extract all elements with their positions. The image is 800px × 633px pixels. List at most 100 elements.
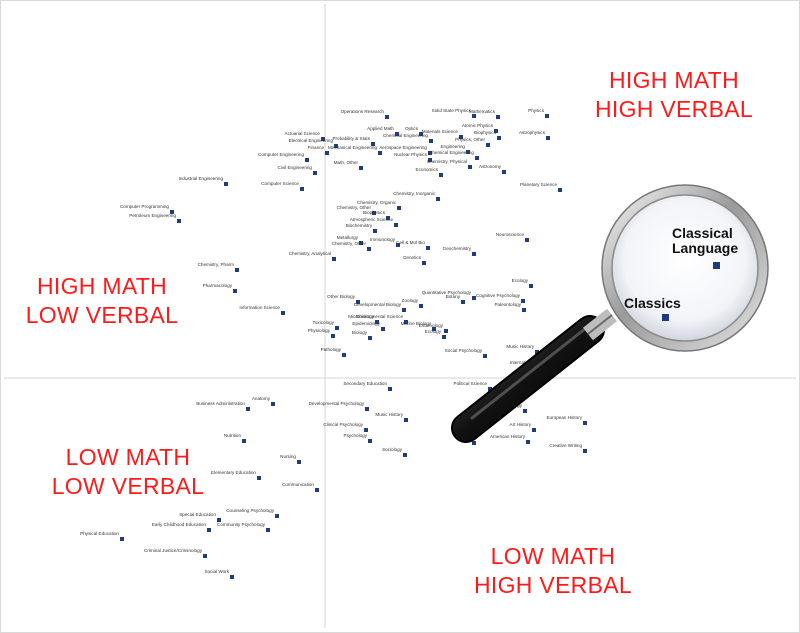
data-point-label: Other Biology xyxy=(327,294,356,299)
data-point-label: Biophysics xyxy=(474,130,497,135)
data-point xyxy=(502,170,506,174)
data-point-label: Nutrition xyxy=(224,433,242,438)
data-point xyxy=(402,308,406,312)
magnifier-handle xyxy=(451,308,617,443)
data-point-label: Special Education xyxy=(179,512,216,517)
data-point xyxy=(385,115,389,119)
data-point xyxy=(242,439,246,443)
data-point-label: Applied Math xyxy=(367,126,394,131)
data-point-label: Chemistry, Inorganic xyxy=(393,191,435,196)
data-point xyxy=(368,336,372,340)
data-point xyxy=(224,182,228,186)
data-point xyxy=(207,528,211,532)
data-point-label: Entomology xyxy=(419,323,444,328)
data-point-label: Environmental Science xyxy=(356,314,403,319)
data-point-label: Astronomy xyxy=(479,164,502,169)
axes xyxy=(4,4,796,628)
data-point xyxy=(203,554,207,558)
data-point-label: Social Psychology xyxy=(445,348,483,353)
data-point-label: Community Psychology xyxy=(217,522,266,527)
data-point-label: International xyxy=(510,360,535,365)
data-point-label: Ecology xyxy=(512,278,529,283)
data-point-label: Marine Biology xyxy=(401,321,432,326)
data-point-label: Secondary Education xyxy=(343,381,387,386)
data-point-label: Computer Engineering xyxy=(258,152,304,157)
data-point-label: Music History xyxy=(506,344,534,349)
data-point-label: Materials Science xyxy=(422,129,459,134)
data-point xyxy=(558,188,562,192)
data-point xyxy=(444,329,448,333)
data-point-label: Clinical Psychology xyxy=(323,422,363,427)
data-point xyxy=(368,439,372,443)
data-point xyxy=(404,320,408,324)
data-point xyxy=(395,132,399,136)
data-point xyxy=(535,350,539,354)
data-point xyxy=(367,247,371,251)
data-point xyxy=(461,300,465,304)
data-point xyxy=(334,144,338,148)
data-point xyxy=(271,402,275,406)
data-point xyxy=(359,166,363,170)
data-point xyxy=(526,440,530,444)
data-point-label: Physiology xyxy=(308,328,331,333)
data-point xyxy=(378,151,382,155)
data-point-label: Finance xyxy=(308,145,325,150)
data-point xyxy=(403,453,407,457)
data-point xyxy=(372,211,376,215)
data-point xyxy=(281,311,285,315)
data-point xyxy=(583,421,587,425)
data-point-label: Chemistry, Organic xyxy=(357,200,397,205)
magnified-label-classical: Classical xyxy=(672,225,733,241)
data-point-label: Communication xyxy=(282,482,314,487)
data-point-label: Chemistry, Other xyxy=(332,241,367,246)
data-point xyxy=(305,158,309,162)
data-point xyxy=(419,132,423,136)
data-point xyxy=(397,206,401,210)
quadrant-label-line: LOW VERBAL xyxy=(51,473,205,499)
quadrant-label-line: HIGH MATH xyxy=(36,273,168,299)
data-point-label: Botany xyxy=(446,294,461,299)
data-point xyxy=(177,219,181,223)
data-point xyxy=(386,216,390,220)
data-point-label: Actuarial Science xyxy=(285,131,321,136)
data-point xyxy=(521,299,525,303)
data-point-label: Chemical Engineering xyxy=(383,133,428,138)
data-point-label: Elementary Education xyxy=(211,470,256,475)
data-point xyxy=(404,418,408,422)
data-point-label: Creative Writing xyxy=(549,443,582,448)
quadrant-label-line: LOW VERBAL xyxy=(25,302,179,328)
data-point-label: Industrial Engineering xyxy=(179,176,224,181)
quadrant-label-line: HIGH MATH xyxy=(608,67,740,93)
data-point-label: Operations Research xyxy=(341,109,385,114)
data-point xyxy=(532,428,536,432)
data-point-label: Art History xyxy=(510,422,532,427)
data-point xyxy=(257,476,261,480)
data-point xyxy=(496,115,500,119)
data-point-label: Epidemiology xyxy=(352,321,380,326)
data-point xyxy=(426,246,430,250)
data-point-label: Developmental Biology xyxy=(354,302,402,307)
data-point-label: Probability & Stats xyxy=(332,136,370,141)
data-point xyxy=(332,257,336,261)
data-point-label: Petroleum Engineering xyxy=(129,213,176,218)
data-point xyxy=(233,289,237,293)
data-point xyxy=(246,407,250,411)
data-point-label: Math, Other xyxy=(334,160,359,165)
data-point xyxy=(230,575,234,579)
data-point xyxy=(342,353,346,357)
data-point-label: Physical Education xyxy=(80,531,119,536)
data-point-label: Pathology xyxy=(321,347,342,352)
data-point-label: Nursing xyxy=(280,454,296,459)
data-point xyxy=(468,165,472,169)
data-point xyxy=(428,151,432,155)
data-point-label: Computer Science xyxy=(261,181,299,186)
data-point xyxy=(300,187,304,191)
data-point xyxy=(459,135,463,139)
data-point-label: Music History xyxy=(375,412,403,417)
quadrant-label-high-math-low-verbal: HIGH MATH LOW VERBAL xyxy=(4,272,200,330)
data-point-label: Early Childhood Education xyxy=(152,522,207,527)
data-point xyxy=(297,460,301,464)
data-point-label: Sociology xyxy=(382,447,403,452)
data-point xyxy=(483,354,487,358)
